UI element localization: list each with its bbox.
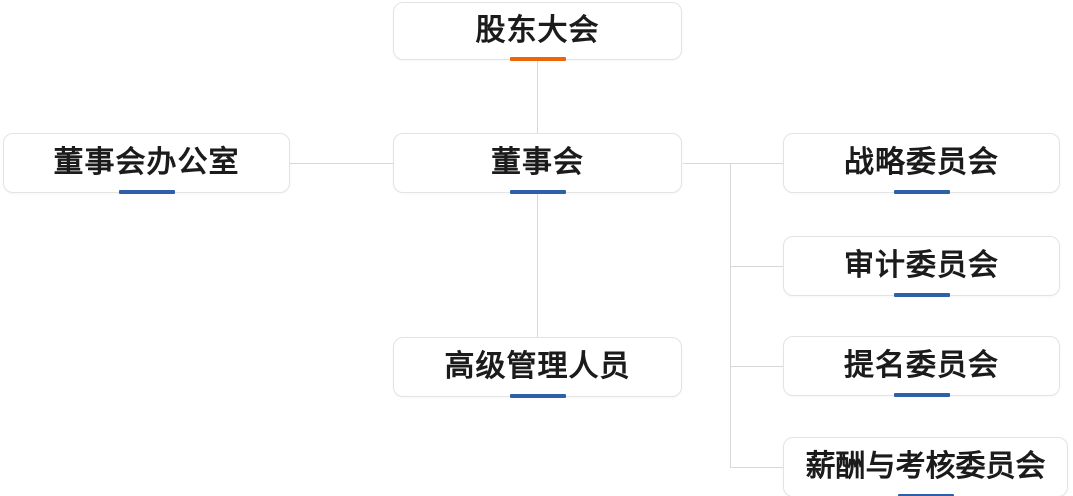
accent-underline-board-of-directors bbox=[509, 190, 566, 194]
node-label-senior-management: 高级管理人员 bbox=[444, 350, 631, 383]
node-label-shareholders-meeting: 股东大会 bbox=[475, 14, 600, 47]
accent-underline-remuneration-appraisal-committee bbox=[897, 494, 954, 496]
connector-board-to-senior-management bbox=[537, 193, 538, 337]
node-label-nomination-committee: 提名委员会 bbox=[844, 349, 999, 382]
connector-trunk-to-strategy-committee bbox=[730, 163, 784, 164]
connector-trunk-to-remuneration-committee bbox=[730, 467, 784, 468]
node-label-audit-committee: 审计委员会 bbox=[844, 249, 999, 282]
node-nomination-committee[interactable]: 提名委员会 bbox=[783, 336, 1060, 397]
accent-underline-strategy-committee bbox=[893, 190, 950, 194]
connector-board-to-board-office bbox=[290, 163, 394, 164]
node-senior-management[interactable]: 高级管理人员 bbox=[393, 337, 682, 398]
connector-committee-trunk bbox=[730, 163, 731, 468]
node-shareholders-meeting[interactable]: 股东大会 bbox=[393, 2, 682, 61]
accent-underline-nomination-committee bbox=[893, 393, 950, 397]
node-audit-committee[interactable]: 审计委员会 bbox=[783, 236, 1060, 297]
node-label-remuneration-appraisal-committee: 薪酬与考核委员会 bbox=[805, 450, 1046, 483]
accent-underline-shareholders-meeting bbox=[509, 57, 566, 61]
connector-trunk-to-audit-committee bbox=[730, 266, 784, 267]
node-label-strategy-committee: 战略委员会 bbox=[844, 146, 999, 179]
node-board-of-directors[interactable]: 董事会 bbox=[393, 133, 682, 194]
connector-board-to-committee-trunk bbox=[683, 163, 731, 164]
accent-underline-senior-management bbox=[509, 394, 566, 398]
node-label-board-office: 董事会办公室 bbox=[53, 146, 240, 179]
node-board-office[interactable]: 董事会办公室 bbox=[3, 133, 290, 194]
node-remuneration-appraisal-committee[interactable]: 薪酬与考核委员会 bbox=[783, 437, 1068, 496]
accent-underline-board-office bbox=[118, 190, 175, 194]
node-label-board-of-directors: 董事会 bbox=[491, 146, 584, 179]
accent-underline-audit-committee bbox=[893, 293, 950, 297]
node-strategy-committee[interactable]: 战略委员会 bbox=[783, 133, 1060, 194]
connector-shareholders-to-board bbox=[537, 60, 538, 134]
connector-trunk-to-nomination-committee bbox=[730, 366, 784, 367]
